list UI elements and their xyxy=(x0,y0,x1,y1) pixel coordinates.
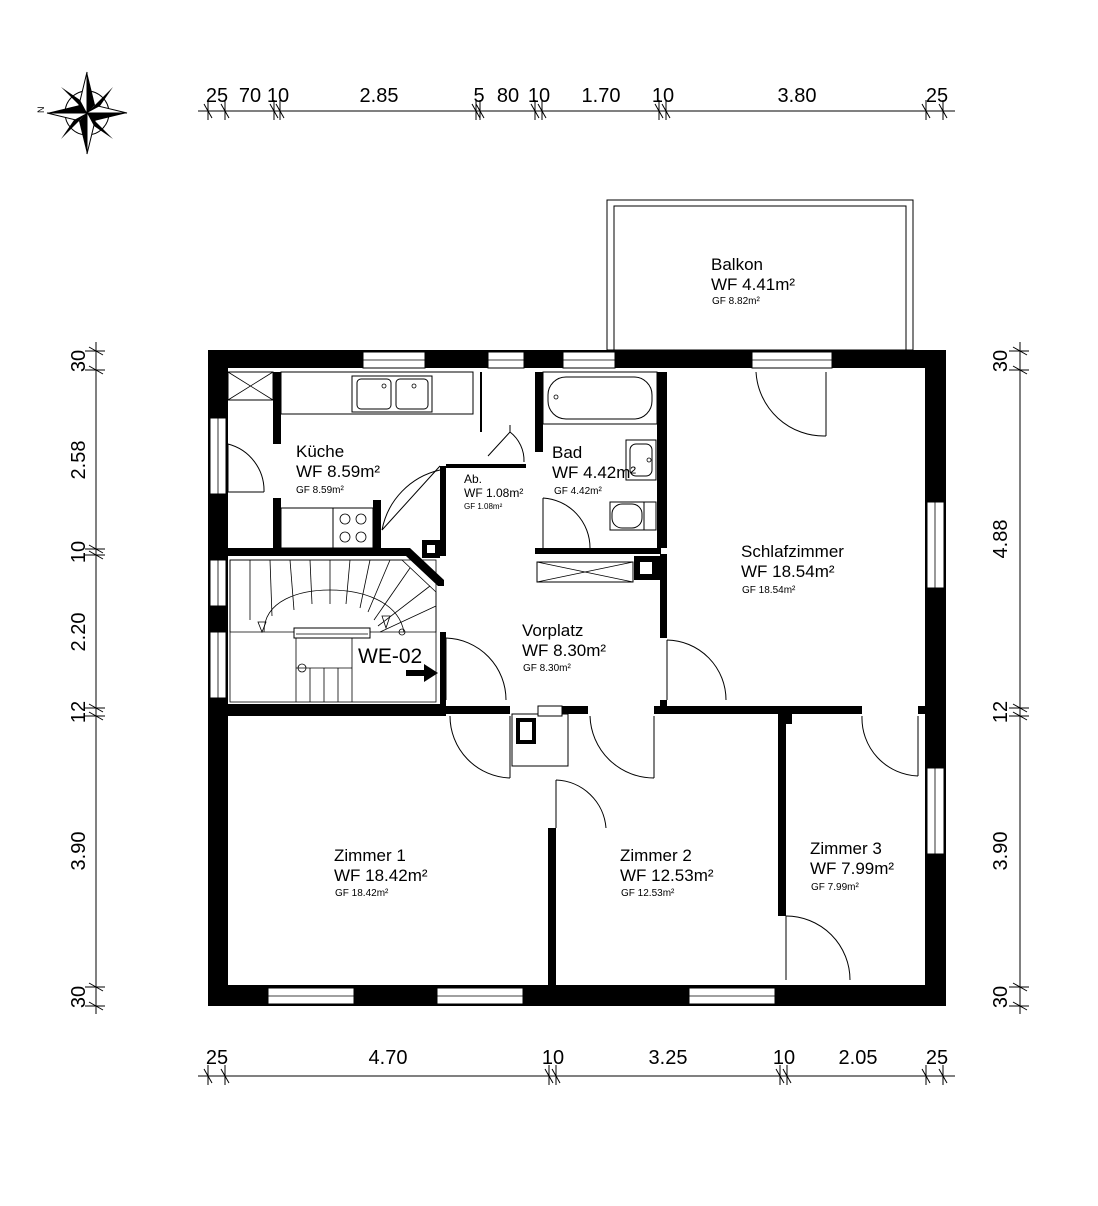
room-wf: WF 8.59m² xyxy=(296,462,380,481)
room-name: Ab. xyxy=(464,472,482,486)
bathroom-fixtures xyxy=(536,371,658,583)
dim-left-5: 12 xyxy=(68,701,90,723)
room-gf: GF 18.42m² xyxy=(335,888,389,899)
dim-top-10: 3.80 xyxy=(778,85,817,107)
dimension-chain-right: 30 4.88 12 3.90 30 xyxy=(990,342,1029,1014)
room-name: Balkon xyxy=(711,255,763,274)
dim-right-2: 4.88 xyxy=(990,520,1012,559)
windows xyxy=(209,351,945,1005)
dim-bottom-3: 10 xyxy=(542,1047,564,1069)
room-label-zimmer3: Zimmer 3 WF 7.99m² GF 7.99m² xyxy=(810,839,894,893)
staircase xyxy=(229,559,437,703)
unit-name: WE-02 xyxy=(358,645,422,668)
room-label-balkon: Balkon WF 4.41m² GF 8.82m² xyxy=(711,255,795,307)
room-gf: GF 18.54m² xyxy=(742,585,796,596)
dim-left-3: 10 xyxy=(68,541,90,563)
room-gf: GF 8.30m² xyxy=(523,663,571,674)
room-gf: GF 12.53m² xyxy=(621,888,675,899)
doors xyxy=(227,371,919,981)
room-wf: WF 12.53m² xyxy=(620,866,714,885)
kitchen-fixtures xyxy=(227,371,474,549)
dim-left-1: 30 xyxy=(68,350,90,372)
dim-left-4: 2.20 xyxy=(68,613,90,652)
entrance-arrow-icon xyxy=(406,664,438,682)
room-label-bad: Bad WF 4.42m² GF 4.42m² xyxy=(552,443,636,497)
dim-top-5: 5 xyxy=(473,85,484,107)
dimension-chain-bottom: 25 4.70 10 3.25 10 2.05 25 xyxy=(198,1047,955,1085)
north-label: N xyxy=(36,107,46,114)
room-name: Zimmer 1 xyxy=(334,846,406,865)
dim-right-5: 30 xyxy=(990,986,1012,1008)
dim-left-7: 30 xyxy=(68,986,90,1008)
room-label-vorplatz: Vorplatz WF 8.30m² GF 8.30m² xyxy=(522,621,606,674)
dim-top-8: 1.70 xyxy=(582,85,621,107)
room-wf: WF 1.08m² xyxy=(464,486,523,500)
room-label-zimmer2: Zimmer 2 WF 12.53m² GF 12.53m² xyxy=(620,846,714,899)
room-wf: WF 7.99m² xyxy=(810,859,894,878)
dim-top-9: 10 xyxy=(652,85,674,107)
dim-right-4: 3.90 xyxy=(990,832,1012,871)
room-wf: WF 4.41m² xyxy=(711,275,795,294)
dim-bottom-7: 25 xyxy=(926,1047,948,1069)
room-label-abstellraum: Ab. WF 1.08m² GF 1.08m² xyxy=(464,472,523,511)
room-name: Küche xyxy=(296,442,344,461)
dimension-chain-top: 25 70 10 2.85 5 80 10 1.70 10 3.80 25 xyxy=(198,85,955,120)
dim-top-11: 25 xyxy=(926,85,948,107)
dimension-chain-left: 30 2.58 10 2.20 12 3.90 30 xyxy=(68,342,105,1014)
room-name: Schlafzimmer xyxy=(741,542,844,561)
room-name: Bad xyxy=(552,443,582,462)
unit-label: WE-02 xyxy=(358,645,438,682)
room-name: Vorplatz xyxy=(522,621,583,640)
dim-top-3: 10 xyxy=(267,85,289,107)
dim-bottom-2: 4.70 xyxy=(369,1047,408,1069)
room-label-schlafzimmer: Schlafzimmer WF 18.54m² GF 18.54m² xyxy=(741,542,844,596)
interior-walls xyxy=(208,372,946,986)
dim-top-2: 70 xyxy=(239,85,261,107)
room-gf: GF 4.42m² xyxy=(554,486,602,497)
dim-top-4: 2.85 xyxy=(360,85,399,107)
dim-bottom-6: 2.05 xyxy=(839,1047,878,1069)
room-gf: GF 8.82m² xyxy=(712,296,760,307)
room-label-kueche: Küche WF 8.59m² GF 8.59m² xyxy=(296,442,380,496)
dim-bottom-4: 3.25 xyxy=(649,1047,688,1069)
dim-left-2: 2.58 xyxy=(68,441,90,480)
dim-left-6: 3.90 xyxy=(68,832,90,871)
room-wf: WF 8.30m² xyxy=(522,641,606,660)
dim-bottom-5: 10 xyxy=(773,1047,795,1069)
room-gf: GF 8.59m² xyxy=(296,485,344,496)
dim-right-1: 30 xyxy=(990,350,1012,372)
room-name: Zimmer 2 xyxy=(620,846,692,865)
dim-top-1: 25 xyxy=(206,85,228,107)
compass-rose-icon: N xyxy=(36,71,128,155)
room-label-zimmer1: Zimmer 1 WF 18.42m² GF 18.42m² xyxy=(334,846,428,899)
dim-top-6: 80 xyxy=(497,85,519,107)
room-wf: WF 18.54m² xyxy=(741,562,835,581)
room-gf: GF 1.08m² xyxy=(464,502,503,511)
room-wf: WF 18.42m² xyxy=(334,866,428,885)
room-wf: WF 4.42m² xyxy=(552,463,636,482)
dim-bottom-1: 25 xyxy=(206,1047,228,1069)
room-name: Zimmer 3 xyxy=(810,839,882,858)
dim-top-7: 10 xyxy=(528,85,550,107)
room-gf: GF 7.99m² xyxy=(811,882,859,893)
dim-right-3: 12 xyxy=(990,701,1012,723)
